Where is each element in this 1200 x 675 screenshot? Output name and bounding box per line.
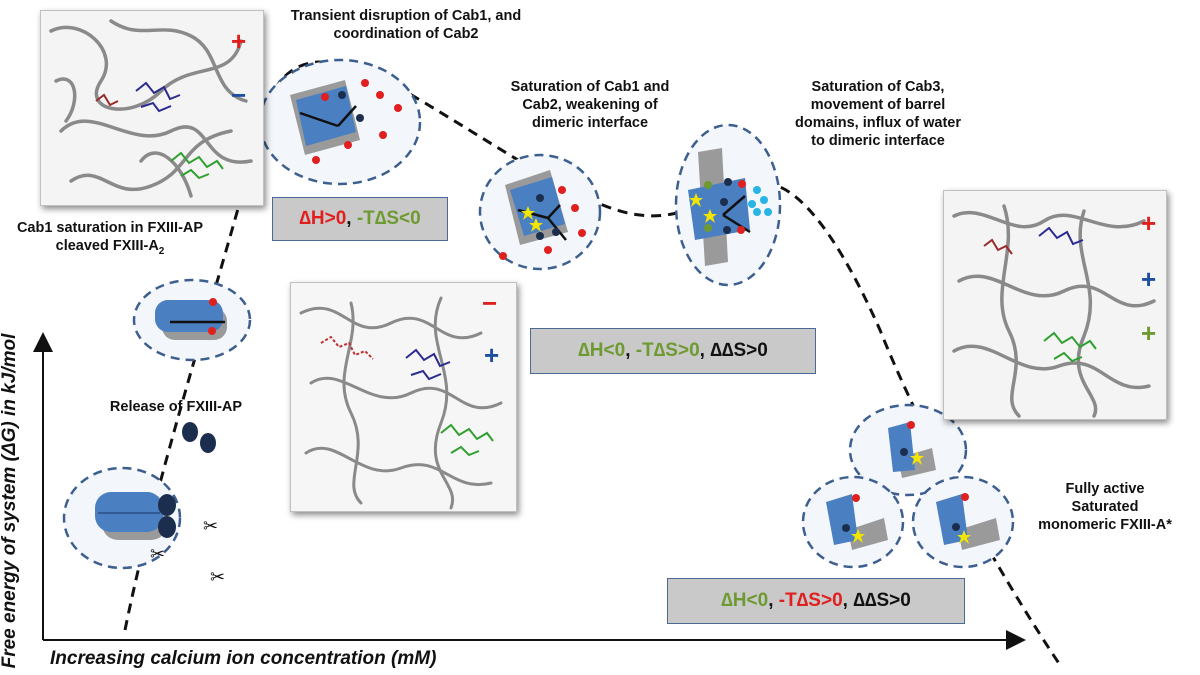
- plus-sign-5: +: [1141, 318, 1157, 348]
- state-monomer-left: [801, 475, 905, 569]
- plus-sign-4: +: [1141, 264, 1157, 294]
- energy-curve: [123, 60, 1062, 666]
- state-cab1-saturation: [132, 278, 252, 362]
- released-peptide: [182, 422, 216, 453]
- svg-text:✂: ✂: [150, 544, 165, 565]
- minus-sign-2: −: [482, 288, 498, 318]
- y-axis-label: Free energy of system (ΔG) in kJ/mol: [0, 333, 20, 669]
- structure-image-center: [290, 282, 517, 512]
- label-fully-active: Fully active Saturated monomeric FXIII-A…: [1038, 481, 1172, 533]
- svg-text:✂: ✂: [210, 567, 225, 588]
- energy-box-2: ∆H<0, -T∆S>0, ∆∆S>0: [530, 328, 816, 374]
- structure-image-right: [943, 190, 1167, 420]
- state-saturation-cab12: [478, 153, 602, 271]
- minus-sign-1: −: [231, 80, 247, 110]
- label-saturation-cab1-cab2: Saturation of Cab1 and Cab2, weakening o…: [510, 79, 670, 131]
- label-release-fxiii-ap: Release of FXIII-AP: [109, 399, 243, 415]
- svg-text:✂: ✂: [203, 516, 218, 537]
- energy-box-1: ∆H>0, -T∆S<0: [272, 197, 448, 241]
- energy-box-3: ∆H<0, -T∆S>0, ∆∆S>0: [667, 578, 965, 624]
- state-monomer-right: [911, 475, 1015, 569]
- label-cab1-saturation: Cab1 saturation in FXIII-AP cleaved FXII…: [16, 220, 204, 257]
- state-transient: [258, 58, 422, 186]
- label-transient-disruption: Transient disruption of Cab1, and coordi…: [290, 8, 522, 42]
- state-saturation-cab3: [674, 123, 782, 287]
- state-dimer-intact: [62, 466, 182, 570]
- x-axis-label: Increasing calcium ion concentration (mM…: [50, 648, 437, 669]
- structure-image-top-left: [40, 10, 264, 206]
- state-monomer-top: [848, 403, 968, 497]
- plus-sign-2: +: [484, 340, 500, 370]
- label-saturation-cab3: Saturation of Cab3, movement of barrel d…: [795, 79, 961, 149]
- plus-sign-3: +: [1141, 208, 1157, 238]
- plus-sign-1: +: [231, 26, 247, 56]
- scissors-icon: ✂ ✂ ✂: [150, 516, 225, 588]
